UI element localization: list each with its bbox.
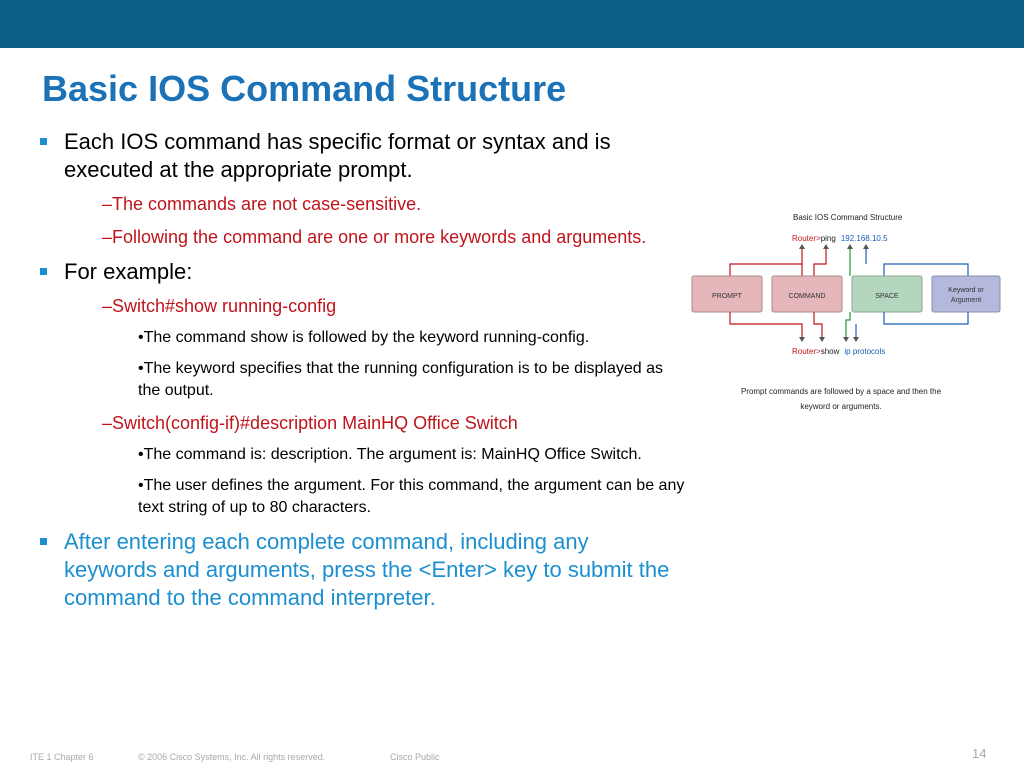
bottom-connectors <box>729 312 969 340</box>
top-prompt-text: Router> <box>792 234 821 243</box>
bottom-arrowheads <box>799 337 859 342</box>
bullet-text: Each IOS command has specific format or … <box>64 129 611 182</box>
slide-title: Basic IOS Command Structure <box>42 68 567 109</box>
keyword-argument-box <box>931 275 1001 313</box>
space-box-label: SPACE <box>875 293 899 300</box>
sub-bullet: –Following the command are one or more k… <box>102 227 647 247</box>
space-box <box>851 275 923 313</box>
bottom-prompt-text: Router> <box>792 347 821 356</box>
diagram-caption-line-1: Prompt commands are followed by a space … <box>741 387 942 396</box>
prompt-box-label: PROMPT <box>712 293 743 300</box>
square-bullet-icon <box>40 268 47 275</box>
sub-bullet: –Switch#show running-config <box>102 296 337 316</box>
sub-sub-bullet: •The command is: description. The argume… <box>138 446 642 463</box>
bottom-command-line: Router>show ip protocols <box>792 347 885 356</box>
footer-classification: Cisco Public <box>390 752 440 762</box>
footer-copyright: © 2006 Cisco Systems, Inc. All rights re… <box>138 752 326 762</box>
slide-content: Each IOS command has specific format or … <box>40 128 685 620</box>
page-number: 14 <box>972 746 987 761</box>
top-arrowheads <box>799 244 869 249</box>
header-bar <box>0 0 1024 48</box>
bullet-item: For example: <box>40 258 685 286</box>
command-box <box>771 275 843 313</box>
sub-sub-bullet: •The user defines the argument. For this… <box>138 477 685 516</box>
bullet-text: For example: <box>64 259 193 284</box>
bullet-item: Each IOS command has specific format or … <box>40 128 685 184</box>
sub-bullet: –The commands are not case-sensitive. <box>102 194 422 214</box>
command-box-label: COMMAND <box>789 293 826 300</box>
bullet-item: After entering each complete command, in… <box>40 528 685 612</box>
footer-course: ITE 1 Chapter 6 <box>30 752 94 762</box>
keyword-box-label-2: Argument <box>951 297 981 304</box>
diagram-title: Basic IOS Command Structure <box>793 213 903 222</box>
sub-sub-bullet: •The command show is followed by the key… <box>138 329 590 346</box>
keyword-box-label-1: Keyword or <box>948 287 984 294</box>
sub-bullet: –Switch(config-if)#description MainHQ Of… <box>102 413 518 433</box>
prompt-box <box>691 275 763 313</box>
bullet-text: After entering each complete command, in… <box>64 529 670 610</box>
top-argument-text: 192.168.10.5 <box>841 234 888 243</box>
bottom-keyword-text: ip protocols <box>844 347 885 356</box>
diagram-caption-line-2: keyword or arguments. <box>800 402 881 411</box>
top-command-line: Router>ping 192.168.10.5 <box>792 234 888 243</box>
top-connectors <box>729 246 969 276</box>
square-bullet-icon <box>40 138 47 145</box>
top-command-text: ping <box>821 234 836 243</box>
square-bullet-icon <box>40 538 47 545</box>
bottom-command-text: show <box>821 347 840 356</box>
sub-sub-bullet: •The keyword specifies that the running … <box>138 360 664 399</box>
